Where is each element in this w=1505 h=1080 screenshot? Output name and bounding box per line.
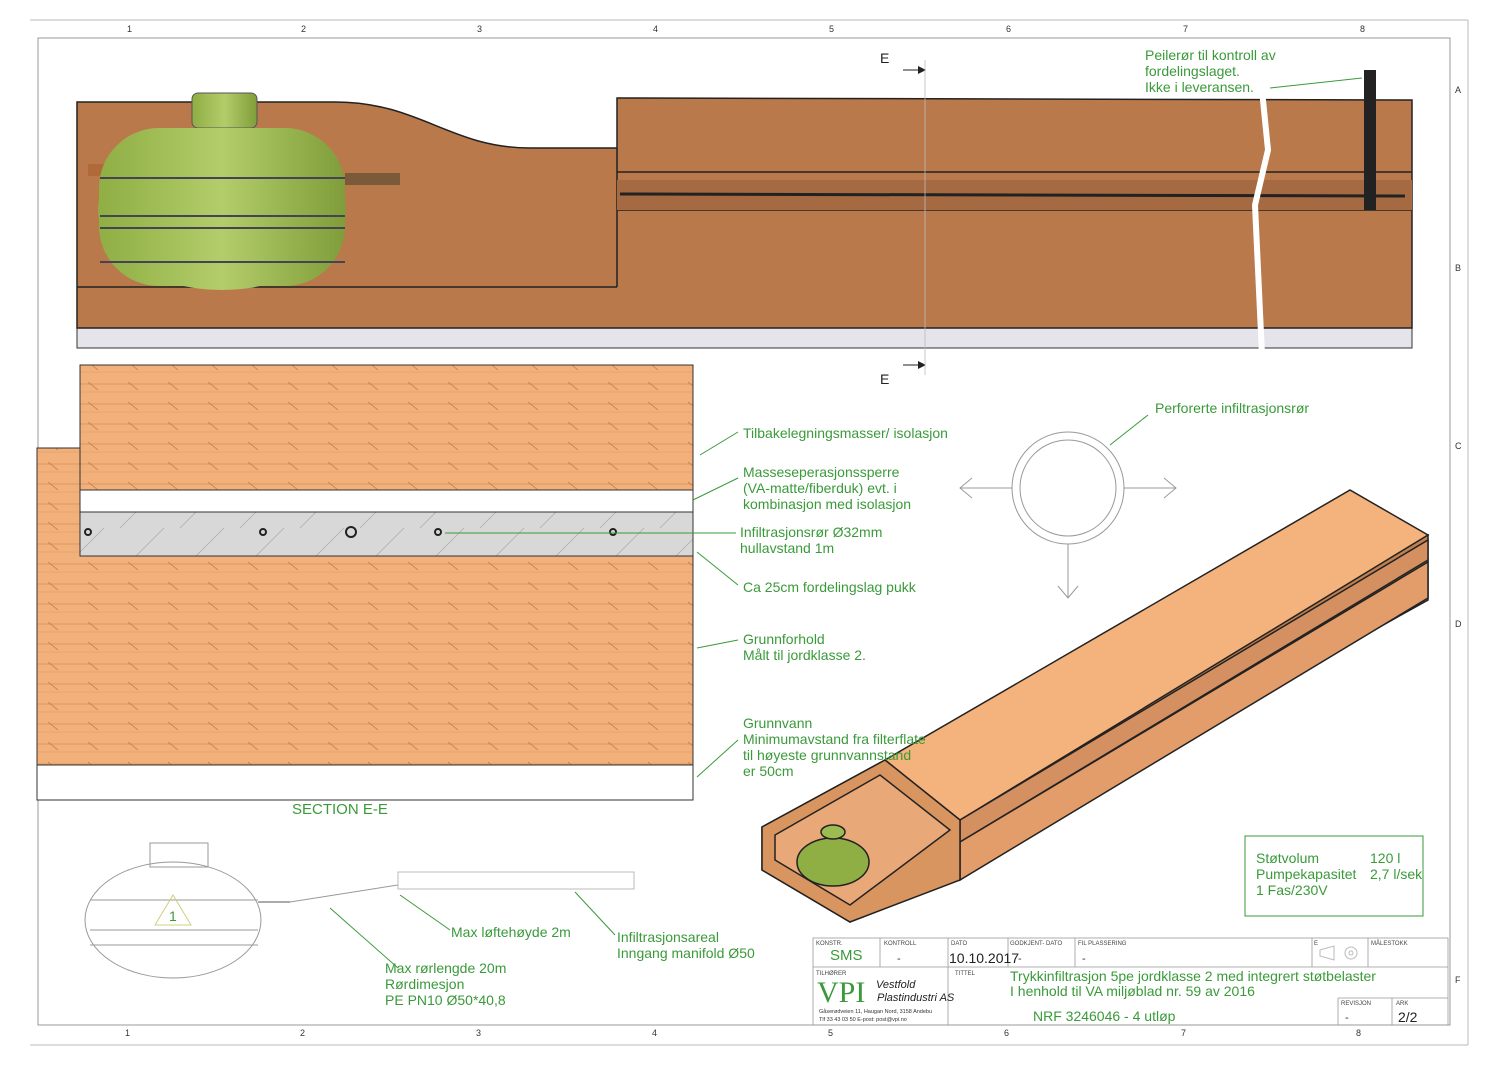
section-marker-top: E <box>880 50 926 74</box>
svg-text:Gåserødveien 11, Haugan Nord,: Gåserødveien 11, Haugan Nord, 3158 Andeb… <box>819 1008 932 1015</box>
row-label: B <box>1455 263 1461 273</box>
title-block: KONSTR. SMS KONTROLL - DATO 10.10.2017 G… <box>812 937 1449 1026</box>
break-line <box>1251 89 1272 356</box>
svg-text:TILHØRER: TILHØRER <box>816 971 847 977</box>
svg-text:KONSTR.: KONSTR. <box>816 941 843 947</box>
col-label: 4 <box>652 1028 657 1038</box>
column-labels-top: 1 2 3 4 5 6 7 8 <box>127 24 1365 34</box>
col-label: 8 <box>1356 1028 1361 1038</box>
col-label: 5 <box>829 24 834 34</box>
svg-text:E: E <box>880 50 889 66</box>
row-label: D <box>1455 619 1462 629</box>
svg-text:-: - <box>1018 953 1022 965</box>
spec-label: Støtvolum <box>1256 850 1319 866</box>
pipe-detail <box>959 414 1177 599</box>
svg-text:MÅLESTOKK: MÅLESTOKK <box>1371 940 1408 947</box>
col-label: 7 <box>1183 24 1188 34</box>
leader-lines <box>445 431 739 778</box>
inspection-pipe-note: Peilerør til kontroll av fordelingslaget… <box>1145 47 1280 95</box>
svg-text:Plastindustri AS: Plastindustri AS <box>877 992 955 1004</box>
spec-value: 2,7 l/sek <box>1370 866 1423 882</box>
col-label: 1 <box>127 24 132 34</box>
col-label: 7 <box>1181 1028 1186 1038</box>
svg-text:KONTROLL: KONTROLL <box>884 941 917 947</box>
drawing-title: Trykkinfiltrasjon 5pe jordklasse 2 med i… <box>1010 968 1376 984</box>
drawing-subtitle: I henhold til VA miljøblad nr. 59 av 201… <box>1010 983 1255 999</box>
infiltration-pipe <box>619 192 1406 198</box>
spec-power: 1 Fas/230V <box>1256 882 1328 898</box>
tank-iso <box>796 837 870 887</box>
pipe-holes <box>84 526 617 538</box>
svg-text:-: - <box>1345 1012 1349 1024</box>
section-marker-bottom: E <box>880 361 926 387</box>
svg-text:E: E <box>880 371 889 387</box>
row-label: F <box>1455 975 1461 985</box>
row-label: C <box>1455 441 1462 451</box>
tank-elevation <box>88 92 400 290</box>
col-label: 3 <box>477 24 482 34</box>
section-title: SECTION E-E <box>292 801 388 818</box>
col-label: 8 <box>1360 24 1365 34</box>
column-labels-bottom: 1 2 3 4 5 6 7 8 <box>125 1028 1361 1038</box>
drawing-number: NRF 3246046 - 4 utløp <box>1033 1008 1176 1024</box>
row-labels: A B C D F <box>1455 85 1462 985</box>
svg-text:TITTEL: TITTEL <box>955 971 976 977</box>
label-pipe: Infiltrasjonsrør Ø32mm hullavstand 1m <box>740 524 886 556</box>
konstr-value: SMS <box>830 947 863 964</box>
isometric-view <box>761 489 1430 923</box>
inspection-pipe <box>1364 70 1376 210</box>
sheet-number: 2/2 <box>1398 1009 1418 1025</box>
svg-text:FIL PLASSERING: FIL PLASSERING <box>1078 941 1127 947</box>
label-gravel: Ca 25cm fordelingslag pukk <box>743 579 917 595</box>
col-label: 6 <box>1004 1028 1009 1038</box>
svg-text:Vestfold: Vestfold <box>876 979 916 991</box>
label-infiltration-area: Infiltrasjonsareal Inngang manifold Ø50 <box>617 929 755 961</box>
label-groundwater: Grunnvann Minimumavstand fra filterflate… <box>743 715 930 779</box>
tank-number: 1 <box>169 908 177 924</box>
label-lift-height: Max løftehøyde 2m <box>451 924 571 940</box>
col-label: 6 <box>1006 24 1011 34</box>
elevation-view: E E Peilerør til kontroll av fordelingsl… <box>76 47 1413 387</box>
svg-text:REVISJON: REVISJON <box>1341 1001 1371 1007</box>
svg-text:ARK: ARK <box>1396 1001 1408 1007</box>
col-label: 5 <box>828 1028 833 1038</box>
specs-box: Støtvolum 120 l Pumpekapasitet 2,7 l/sek… <box>1244 835 1424 917</box>
projection-symbol-icon <box>1319 945 1358 961</box>
col-label: 4 <box>653 24 658 34</box>
tank-schematic <box>84 842 635 979</box>
svg-text:E: E <box>1314 941 1318 947</box>
col-label: 2 <box>300 1028 305 1038</box>
svg-text:-: - <box>897 953 901 965</box>
col-label: 2 <box>301 24 306 34</box>
col-label: 1 <box>125 1028 130 1038</box>
label-separation: Masseseperasjonssperre (VA-matte/fiberdu… <box>743 464 911 512</box>
label-pipe-length: Max rørlengde 20m Rørdimesjon PE PN10 Ø5… <box>385 960 510 1008</box>
label-perforated-pipe: Perforerte infiltrasjonsrør <box>1155 400 1309 416</box>
spec-value: 120 l <box>1370 850 1400 866</box>
section-view: SECTION E-E Tilbakelegningsmasser/ isola… <box>36 364 948 818</box>
label-ground: Grunnforhold Målt til jordklasse 2. <box>743 631 866 663</box>
svg-text:DATO: DATO <box>951 941 967 947</box>
svg-text:Tlf 33 43 03 50 E-post: post: Tlf 33 43 03 50 E-post: post@vpi.no <box>819 1017 907 1023</box>
date-value: 10.10.2017 <box>949 950 1019 966</box>
col-label: 3 <box>476 1028 481 1038</box>
svg-text:-: - <box>1082 953 1086 965</box>
label-backfill: Tilbakelegningsmasser/ isolasjon <box>743 425 948 441</box>
row-label: A <box>1455 85 1461 95</box>
vpi-logo: VPI <box>817 976 865 1009</box>
svg-text:GODKJENT- DATO: GODKJENT- DATO <box>1010 941 1062 947</box>
spec-label: Pumpekapasitet <box>1256 866 1357 882</box>
